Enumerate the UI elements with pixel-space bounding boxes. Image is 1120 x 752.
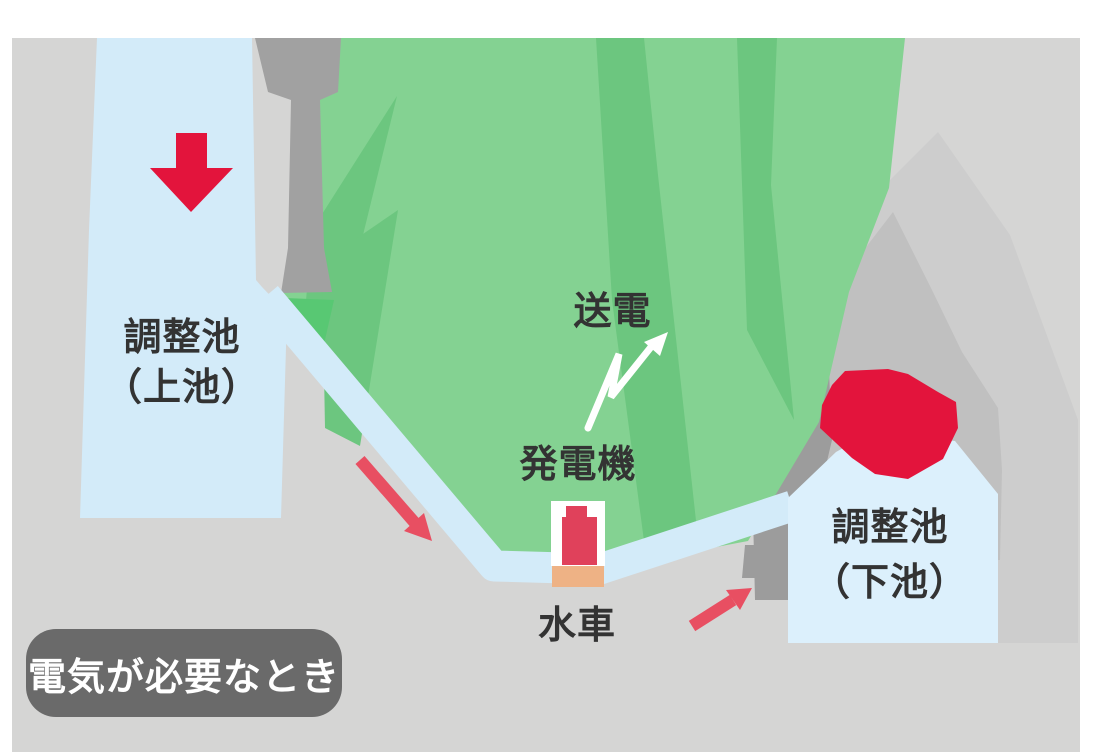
caption-badge: 電気が必要なとき [26, 629, 342, 717]
generator-icon [562, 506, 597, 565]
flow-arrow-penstock-icon [355, 456, 432, 541]
upper-reservoir-water [80, 38, 287, 518]
water-level-drop-arrow-icon [150, 133, 233, 212]
penstock-waterway [254, 285, 797, 585]
flow-arrow-outlet-icon [688, 588, 752, 632]
turbine-icon [552, 566, 604, 587]
upper-dam-intake-tower [255, 38, 341, 293]
red-marker-blob [820, 369, 958, 479]
caption-text: 電気が必要なとき [27, 654, 340, 699]
power-transmission-arrow-icon [584, 332, 668, 432]
green-mountain-valley-right [737, 38, 794, 420]
green-mountain-valley-center [596, 38, 699, 556]
lower-reservoir-water [788, 432, 998, 643]
